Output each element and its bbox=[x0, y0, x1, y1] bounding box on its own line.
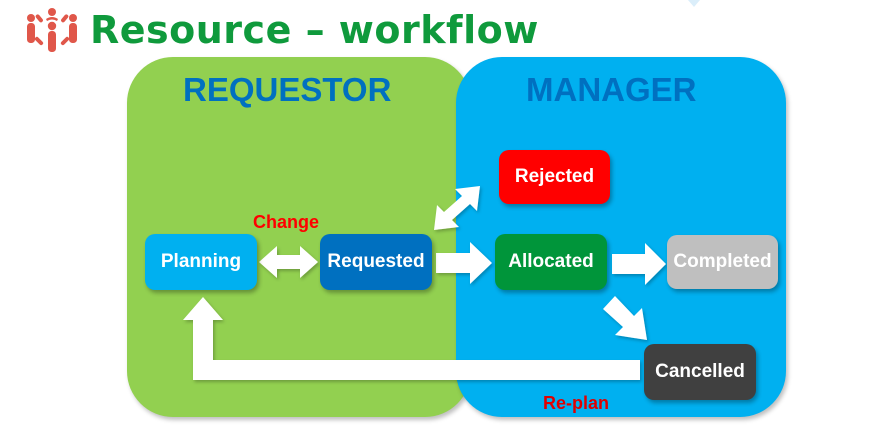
state-label: Requested bbox=[327, 251, 425, 272]
state-label: Cancelled bbox=[655, 361, 745, 382]
header: Resource – workflow bbox=[24, 4, 539, 56]
people-group-icon bbox=[27, 8, 77, 52]
state-completed[interactable]: Completed bbox=[667, 235, 778, 289]
state-label: Allocated bbox=[508, 251, 594, 272]
transition-label-replan: Re-plan bbox=[543, 393, 610, 413]
state-allocated[interactable]: Allocated bbox=[495, 234, 607, 290]
lane-title-requestor: REQUESTOR bbox=[183, 71, 392, 108]
state-cancelled[interactable]: Cancelled bbox=[644, 344, 756, 400]
state-requested[interactable]: Requested bbox=[320, 234, 432, 290]
state-label: Planning bbox=[160, 251, 242, 272]
page-title: Resource – workflow bbox=[90, 8, 539, 52]
state-label: Completed bbox=[673, 251, 772, 272]
decorative-triangle bbox=[688, 0, 700, 7]
state-planning[interactable]: Planning bbox=[145, 234, 257, 290]
state-label: Rejected bbox=[514, 166, 595, 187]
state-rejected[interactable]: Rejected bbox=[499, 150, 610, 204]
transition-label-change: Change bbox=[253, 212, 320, 232]
lane-title-manager: MANAGER bbox=[526, 71, 697, 108]
